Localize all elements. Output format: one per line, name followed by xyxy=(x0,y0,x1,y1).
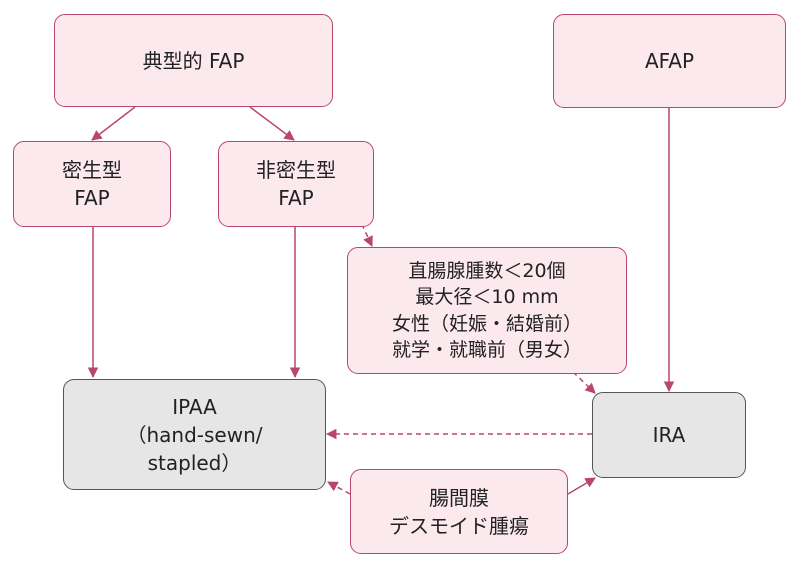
node-desmoid-line1: 腸間膜 xyxy=(429,485,489,510)
node-sparse-fap-line1: 非密生型 xyxy=(256,158,336,182)
node-criteria: 直腸腺腫数＜20個 最大径＜10 mm 女性（妊娠・結婚前） 就学・就職前（男女… xyxy=(347,247,627,374)
edge-criteria-to-ira xyxy=(572,371,596,394)
edge-sparse-to-criteria xyxy=(357,215,373,247)
node-dense-fap: 密生型 FAP xyxy=(13,141,171,227)
node-desmoid: 腸間膜 デスモイド腫瘍 xyxy=(350,469,568,554)
edge-typical-to-dense xyxy=(91,106,136,141)
node-criteria-line2: 最大径＜10 mm xyxy=(415,286,559,309)
node-typical-fap-label: 典型的 FAP xyxy=(142,48,245,73)
node-criteria-line3: 女性（妊娠・結婚前） xyxy=(391,312,582,335)
node-ira: IRA xyxy=(592,392,746,478)
node-sparse-fap: 非密生型 FAP xyxy=(218,141,374,227)
node-sparse-fap-line2: FAP xyxy=(278,186,314,210)
node-ipaa: IPAA （hand-sewn/ stapled） xyxy=(63,379,326,490)
node-ipaa-line2: （hand-sewn/ xyxy=(126,422,263,447)
edge-typical-to-sparse xyxy=(249,106,295,141)
edge-desmoid-to-ira xyxy=(567,477,596,495)
node-afap: AFAP xyxy=(553,14,786,108)
node-criteria-line1: 直腸腺腫数＜20個 xyxy=(408,260,566,283)
node-ipaa-line3: stapled） xyxy=(147,450,242,475)
edge-desmoid-to-ipaa xyxy=(327,481,351,495)
node-afap-label: AFAP xyxy=(644,49,695,73)
node-criteria-line4: 就学・就職前（男女） xyxy=(391,338,582,361)
node-ipaa-line1: IPAA xyxy=(172,394,217,419)
node-dense-fap-line1: 密生型 xyxy=(62,158,122,182)
node-desmoid-line2: デスモイド腫瘍 xyxy=(389,513,529,538)
node-typical-fap: 典型的 FAP xyxy=(54,14,333,107)
node-ira-label: IRA xyxy=(652,423,686,447)
node-dense-fap-line2: FAP xyxy=(74,186,110,210)
